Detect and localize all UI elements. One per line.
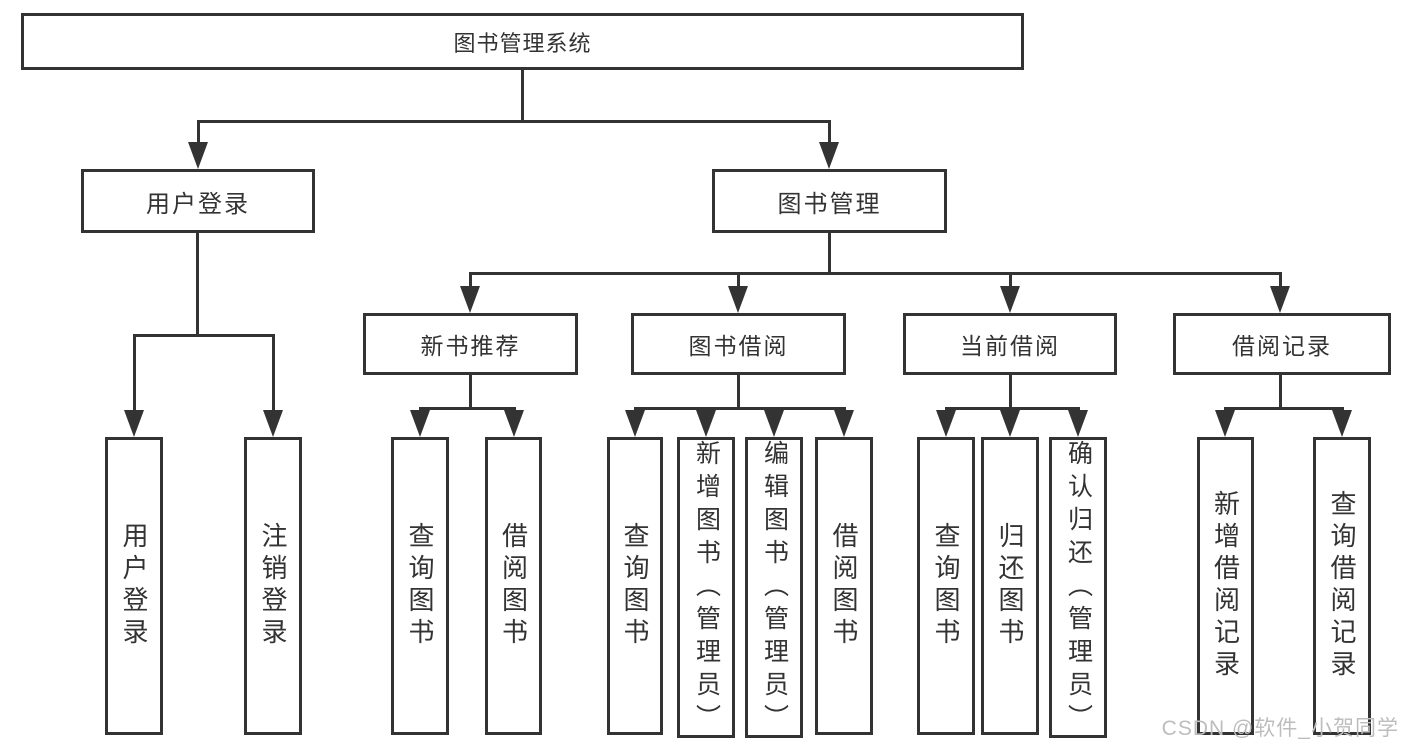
leaf-query-books-recommend: 查询图书 <box>391 437 449 735</box>
leaf-borrow-books-borrowing: 借阅图书 <box>815 437 873 735</box>
node-label: 借阅记录 <box>1232 333 1332 359</box>
connector-user-login-bus <box>133 334 274 337</box>
connector-root-bus <box>197 120 830 123</box>
arrow-down-icon <box>696 410 716 437</box>
arrow-down-icon <box>460 286 480 313</box>
connector-records-bus <box>1224 407 1342 410</box>
arrow-down-icon <box>764 410 784 437</box>
node-label: 借阅图书 <box>829 522 859 650</box>
node-book-borrowing: 图书借阅 <box>631 313 846 375</box>
arrow-down-icon <box>819 142 839 169</box>
arrow-down-icon <box>1332 410 1352 437</box>
node-label: 注销登录 <box>258 522 288 650</box>
arrow-down-icon <box>1068 410 1088 437</box>
leaf-query-borrow-record: 查询借阅记录 <box>1313 437 1371 735</box>
node-label: 新增图书（管理员） <box>692 440 721 737</box>
leaf-query-books-borrowing: 查询图书 <box>607 437 663 735</box>
arrow-down-icon <box>1270 286 1290 313</box>
node-label: 编辑图书（管理员） <box>760 440 789 737</box>
leaf-return-books: 归还图书 <box>981 437 1039 735</box>
connector-shaft <box>828 120 831 146</box>
node-label: 用户登录 <box>119 522 149 650</box>
node-label: 查询图书 <box>620 522 650 650</box>
leaf-borrow-books-recommend: 借阅图书 <box>485 437 542 735</box>
node-label: 图书管理系统 <box>453 30 592 56</box>
arrow-down-icon <box>188 142 208 169</box>
connector-book-borrow-stem <box>737 374 740 409</box>
connector-shaft <box>469 272 472 290</box>
leaf-edit-books-admin: 编辑图书（管理员） <box>745 437 803 738</box>
connector-shaft <box>272 334 275 412</box>
node-label: 用户登录 <box>146 190 250 218</box>
node-book-management: 图书管理 <box>712 169 947 233</box>
node-borrowing-records: 借阅记录 <box>1173 313 1391 375</box>
node-label: 查询图书 <box>405 522 435 650</box>
connector-user-login-stem <box>196 233 199 336</box>
connector-shaft <box>1009 272 1012 290</box>
connector-shaft <box>133 334 136 412</box>
node-user-login: 用户登录 <box>81 169 315 233</box>
node-library-management-system: 图书管理系统 <box>21 13 1024 70</box>
connector-shaft <box>737 272 740 290</box>
node-new-book-recommend: 新书推荐 <box>363 313 578 375</box>
arrow-down-icon <box>625 410 645 437</box>
csdn-watermark: CSDN @软件_小贺同学 <box>1161 717 1399 740</box>
node-label: 新书推荐 <box>420 333 521 359</box>
leaf-confirm-return-admin: 确认归还（管理员） <box>1049 437 1107 738</box>
arrow-down-icon <box>263 410 283 437</box>
arrow-down-icon <box>1000 410 1020 437</box>
leaf-logout: 注销登录 <box>244 437 302 735</box>
node-label: 图书管理 <box>777 190 882 218</box>
leaf-add-books-admin: 新增图书（管理员） <box>677 437 735 738</box>
connector-records-stem <box>1279 374 1282 409</box>
connector-shaft <box>1279 272 1282 290</box>
node-label: 图书借阅 <box>688 333 789 359</box>
connector-shaft <box>197 120 200 146</box>
leaf-query-books-current: 查询图书 <box>917 437 975 735</box>
connector-root-stem <box>521 68 524 122</box>
connector-new-book-stem <box>469 374 472 409</box>
node-label: 查询图书 <box>931 522 961 650</box>
leaf-add-borrow-record: 新增借阅记录 <box>1197 437 1254 735</box>
arrow-down-icon <box>504 410 524 437</box>
connector-current-borrow-stem <box>1009 374 1012 409</box>
node-current-borrowing: 当前借阅 <box>903 313 1117 375</box>
connector-new-book-bus <box>419 407 515 410</box>
connector-book-mgmt-stem <box>828 233 831 274</box>
node-label: 查询借阅记录 <box>1327 490 1357 682</box>
arrow-down-icon <box>834 410 854 437</box>
connector-book-mgmt-bus <box>469 272 1281 275</box>
arrow-down-icon <box>728 286 748 313</box>
arrow-down-icon <box>124 410 144 437</box>
node-label: 归还图书 <box>995 522 1025 650</box>
arrow-down-icon <box>936 410 956 437</box>
arrow-down-icon <box>1000 286 1020 313</box>
leaf-user-login: 用户登录 <box>105 437 163 735</box>
connector-book-borrow-bus <box>634 407 844 410</box>
node-label: 当前借阅 <box>960 333 1060 359</box>
arrow-down-icon <box>410 410 430 437</box>
node-label: 借阅图书 <box>498 522 529 650</box>
arrow-down-icon <box>1215 410 1235 437</box>
node-label: 确认归还（管理员） <box>1064 440 1093 737</box>
node-label: 新增借阅记录 <box>1210 490 1241 682</box>
